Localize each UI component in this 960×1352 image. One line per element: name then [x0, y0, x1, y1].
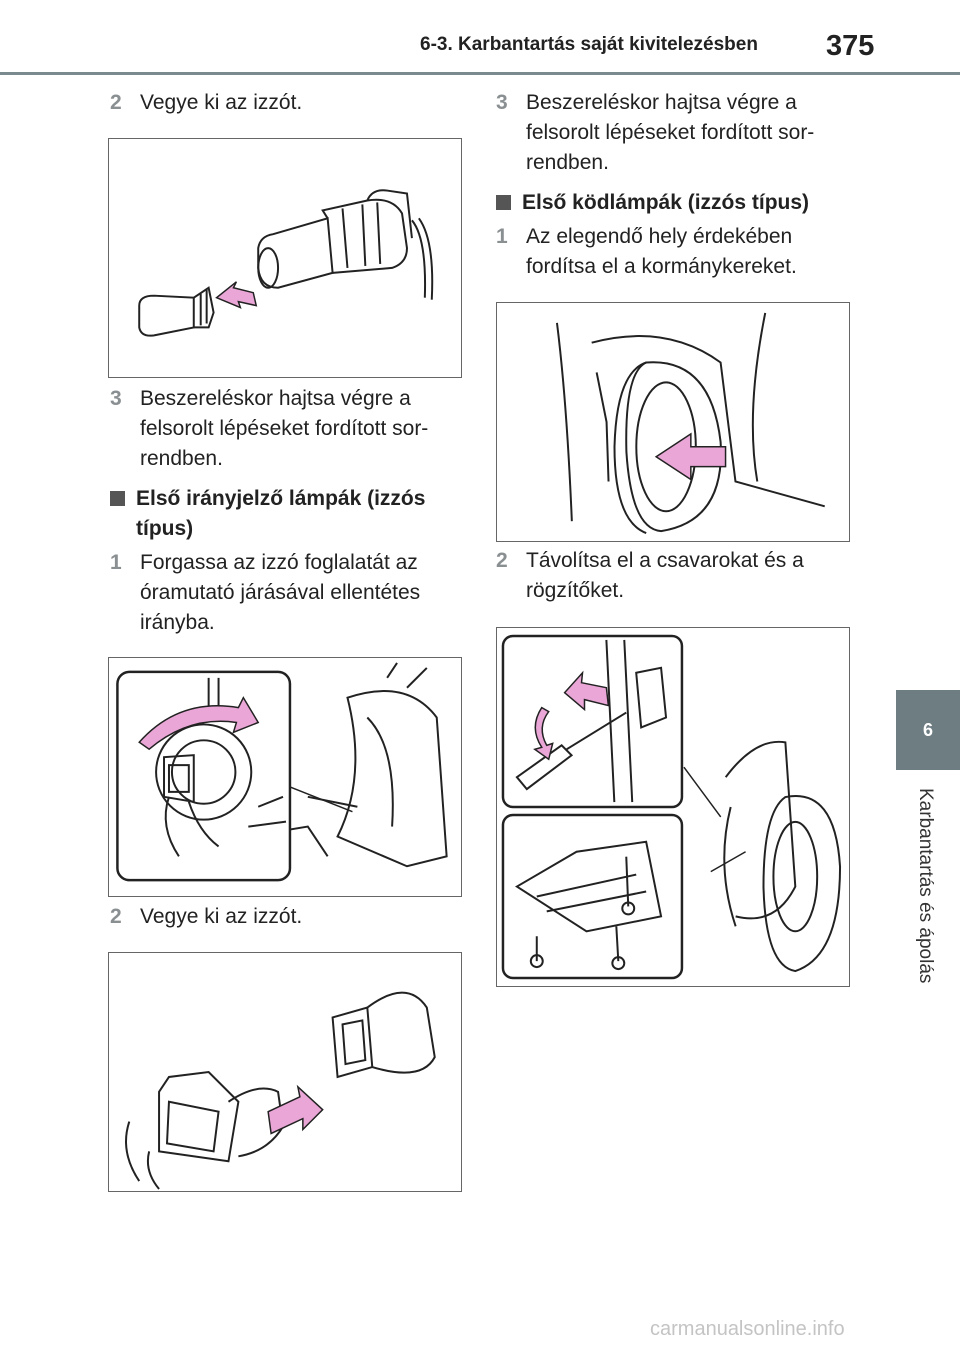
square-bullet-icon — [496, 195, 511, 210]
chapter-title: Karbantartás és ápolás — [915, 788, 936, 984]
step-number: 3 — [496, 91, 508, 114]
front-wheel-illustration — [555, 312, 825, 534]
figure-bulb-removal-1 — [108, 138, 462, 378]
step-remove-bulb-2: 2 Vegye ki az izzót. — [110, 902, 460, 932]
section-title: 6-3. Karbantartás saját kivitelezésben — [420, 34, 758, 55]
watermark: carmanualsonline.info — [650, 1318, 845, 1340]
page-number: 375 — [826, 30, 875, 62]
step-number: 2 — [110, 91, 122, 114]
step-reinstall: 3 Beszereléskor hajtsa végre a felsorolt… — [110, 384, 460, 474]
figure-turn-signal-socket — [108, 657, 462, 897]
step-number: 1 — [496, 225, 508, 248]
figure-screws-clips — [496, 627, 850, 987]
step-text: Vegye ki az izzót. — [140, 91, 303, 114]
step-number: 1 — [110, 551, 122, 574]
heading-front-turn-signal: Első irányjelző lámpák (izzós típus) — [110, 484, 460, 544]
chapter-number: 6 — [922, 720, 933, 740]
bulb-socket-illustration — [138, 189, 434, 337]
wedge-bulb-illustration — [125, 991, 436, 1190]
step-text: Távolítsa el a csavarokat és a rögzítőke… — [526, 549, 804, 602]
steer-arrow-icon — [654, 432, 727, 481]
figure-bulb-removal-2 — [108, 952, 462, 1192]
rotate-counterclockwise-icon — [138, 696, 260, 751]
step-remove-bulb: 2 Vegye ki az izzót. — [110, 88, 460, 118]
chapter-tab[interactable]: 6 — [896, 690, 960, 770]
push-arrow-icon — [267, 1084, 324, 1135]
step-reinstall-right: 3 Beszereléskor hajtsa végre a felsorolt… — [496, 88, 846, 178]
step-text: Beszereléskor hajtsa végre a felsorolt l… — [526, 91, 815, 174]
screws-inset — [501, 813, 684, 980]
step-number: 2 — [496, 549, 508, 572]
fender-liner-illustration — [501, 634, 842, 980]
step-number: 3 — [110, 387, 122, 410]
step-rotate-socket: 1 Forgassa az izzó foglalatát az óramuta… — [110, 548, 460, 638]
square-bullet-icon — [110, 491, 125, 506]
pull-arrow-icon — [215, 281, 258, 309]
step-turn-steering: 1 Az elegendő hely érdekében fordítsa el… — [496, 222, 846, 282]
step-text: Vegye ki az izzót. — [140, 905, 303, 928]
step-text: Forgassa az izzó foglalatát az óramutató… — [140, 551, 421, 634]
header-divider — [0, 72, 960, 75]
headlamp-socket-illustration — [116, 662, 448, 882]
figure-wheel-turned — [496, 302, 850, 542]
step-text: Az elegendő hely érdekében fordítsa el a… — [526, 225, 797, 278]
step-text: Beszereléskor hajtsa végre a felsorolt l… — [140, 387, 429, 470]
heading-front-fog-lamp: Első ködlámpák (izzós típus) — [496, 188, 846, 218]
detail-inset — [116, 670, 292, 882]
step-remove-screws: 2 Távolítsa el a csavarokat és a rögzítő… — [496, 546, 846, 606]
rotate-icon — [533, 706, 554, 761]
pull-clip-arrow-icon — [563, 670, 610, 712]
step-number: 2 — [110, 905, 122, 928]
